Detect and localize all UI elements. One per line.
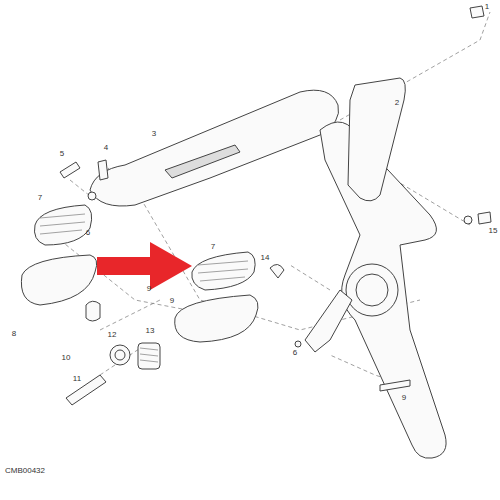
callout-number: 14 bbox=[261, 253, 270, 262]
callout-number: 7 bbox=[38, 193, 42, 202]
washer bbox=[110, 345, 130, 365]
callout-number: 11 bbox=[73, 374, 81, 383]
callout-number: 9 bbox=[147, 284, 151, 293]
spring bbox=[60, 162, 80, 178]
callout-number: 6 bbox=[86, 228, 90, 237]
callout-number: 2 bbox=[395, 98, 399, 107]
callout-number: 7 bbox=[211, 242, 215, 251]
bolt bbox=[470, 6, 484, 18]
bolt bbox=[66, 375, 106, 405]
callout-number: 13 bbox=[146, 326, 155, 335]
callout-number: 1 bbox=[485, 2, 489, 11]
callout-number: 12 bbox=[108, 330, 117, 339]
pin bbox=[98, 160, 108, 180]
bushing bbox=[86, 301, 100, 321]
rubber-pad bbox=[192, 252, 255, 290]
callout-number: 15 bbox=[489, 226, 498, 235]
callout-number: 3 bbox=[152, 129, 156, 138]
spring bbox=[138, 343, 160, 369]
footpeg bbox=[21, 255, 96, 305]
spring bbox=[270, 264, 284, 278]
heel-guard bbox=[348, 78, 405, 201]
drawing-code: CMB00432 bbox=[5, 466, 45, 475]
rubber-pad bbox=[34, 205, 91, 245]
footpeg bbox=[175, 295, 258, 342]
callout-number: 6 bbox=[293, 348, 297, 357]
callout-number: 4 bbox=[104, 143, 108, 152]
callout-number: 10 bbox=[62, 353, 71, 362]
callout-number: 9 bbox=[170, 296, 174, 305]
washer bbox=[464, 216, 472, 224]
callout-number: 8 bbox=[12, 329, 16, 338]
red-arrow bbox=[97, 242, 192, 290]
callout-number: 9 bbox=[402, 393, 406, 402]
hanger-bracket bbox=[90, 90, 339, 206]
clip bbox=[88, 192, 96, 200]
callout-number: 5 bbox=[60, 149, 64, 158]
